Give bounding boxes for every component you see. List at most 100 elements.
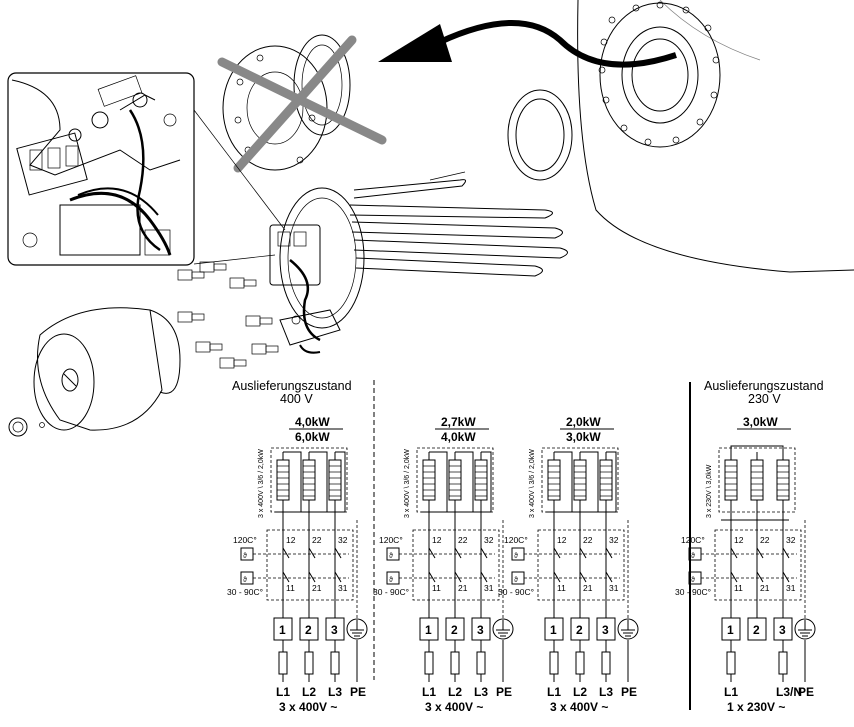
theta-symbol: ϑ	[514, 553, 518, 560]
fuse-icon	[778, 651, 788, 675]
link-2	[309, 451, 328, 512]
switch-contact	[480, 571, 488, 583]
theta-symbol: ϑ	[243, 553, 247, 560]
switch-contact	[756, 571, 764, 583]
switch-contact	[282, 571, 290, 583]
supply-label: 3 x 400V ~	[425, 700, 483, 714]
terminal-number: 3	[779, 623, 786, 637]
switch-contact	[553, 571, 561, 583]
temp-bottom-label: 30 - 90C°	[227, 587, 263, 597]
theta-symbol: ϑ	[389, 553, 393, 560]
contact-bottom-label: 21	[312, 583, 322, 593]
line-label: L1	[422, 685, 436, 699]
switch-contact	[605, 571, 613, 583]
power-top-label: 3,0kW	[743, 415, 778, 429]
delivery-label-230: Auslieferungszustand	[704, 379, 824, 393]
temp-bottom-label: 30 - 90C°	[675, 587, 711, 597]
contact-bottom-label: 11	[286, 583, 295, 593]
contact-top-label: 22	[458, 535, 468, 545]
link-2	[455, 451, 474, 512]
link-3	[421, 451, 492, 513]
switch-contact	[730, 547, 738, 559]
fuse-icon	[278, 651, 288, 675]
contact-top-label: 32	[609, 535, 619, 545]
thermostat-frame	[412, 529, 500, 601]
temp-top-label: 120C°	[504, 535, 528, 545]
heater-rods	[349, 171, 568, 277]
temp-top-label: 120C°	[681, 535, 705, 545]
link-1	[554, 451, 573, 512]
switch-contact	[605, 547, 613, 559]
contact-bottom-label: 11	[734, 583, 743, 593]
temp-top-label: 120C°	[379, 535, 403, 545]
terminal-number: 1	[279, 623, 286, 637]
theta-symbol: ϑ	[691, 553, 695, 560]
theta-symbol: ϑ	[243, 577, 247, 584]
supply-label: 3 x 400V ~	[279, 700, 337, 714]
line-label: L2	[448, 685, 462, 699]
contact-bottom-label: 11	[557, 583, 566, 593]
power-bottom-label: 4,0kW	[441, 430, 476, 444]
fuse-icon	[330, 651, 340, 675]
contact-top-label: 12	[286, 535, 296, 545]
fuse-icon	[476, 651, 486, 675]
supply-label: 3 x 400V ~	[550, 700, 608, 714]
theta-symbol: ϑ	[514, 577, 518, 584]
contact-bottom-label: 31	[609, 583, 619, 593]
line-label: PE	[350, 685, 366, 699]
theta-symbol: ϑ	[389, 577, 393, 584]
detail-inset	[7, 72, 195, 266]
line-label: L1	[724, 685, 738, 699]
line-label: L1	[547, 685, 561, 699]
cover-cap	[8, 307, 181, 437]
fuse-icon	[726, 651, 736, 675]
bridge-top	[730, 445, 784, 452]
thermostat-frame	[714, 529, 802, 601]
switch-contact	[454, 571, 462, 583]
temp-bottom-label: 30 - 90C°	[498, 587, 534, 597]
line-label: PE	[496, 685, 512, 699]
switch-contact	[579, 547, 587, 559]
contact-bottom-label: 31	[786, 583, 796, 593]
power-bottom-label: 3,0kW	[566, 430, 601, 444]
power-bottom-label: 6,0kW	[295, 430, 330, 444]
terminal-number: 2	[576, 623, 583, 637]
switch-contact	[756, 547, 764, 559]
terminal-box	[747, 617, 767, 641]
voltage-label-230: 230 V	[748, 392, 781, 406]
theta-symbol: ϑ	[691, 577, 695, 584]
contact-top-label: 12	[734, 535, 744, 545]
switch-contact	[553, 547, 561, 559]
thermostat-frame	[266, 529, 354, 601]
power-top-label: 4,0kW	[295, 415, 330, 429]
terminal-number: 3	[602, 623, 609, 637]
contact-bottom-label: 21	[458, 583, 468, 593]
fuse-icon	[304, 651, 314, 675]
contact-top-label: 22	[312, 535, 322, 545]
delivery-label-400: Auslieferungszustand	[232, 379, 352, 393]
contact-top-label: 32	[338, 535, 348, 545]
terminal-number: 3	[477, 623, 484, 637]
fuse-icon	[601, 651, 611, 675]
power-top-label: 2,7kW	[441, 415, 476, 429]
contact-bottom-label: 31	[484, 583, 494, 593]
switch-contact	[308, 571, 316, 583]
switch-contact	[480, 547, 488, 559]
contact-top-label: 12	[432, 535, 442, 545]
line-label: L2	[573, 685, 587, 699]
switch-contact	[579, 571, 587, 583]
line-label: PE	[621, 685, 637, 699]
rating-label: 3 x 400V \ 3/6 / 2,0kW	[258, 449, 265, 518]
terminal-number: 1	[727, 623, 734, 637]
screws	[177, 261, 279, 369]
terminal-number: 1	[550, 623, 557, 637]
voltage-label-400: 400 V	[280, 392, 313, 406]
line-label: PE	[798, 685, 814, 699]
switch-contact	[308, 547, 316, 559]
contact-top-label: 22	[760, 535, 770, 545]
contact-top-label: 22	[583, 535, 593, 545]
